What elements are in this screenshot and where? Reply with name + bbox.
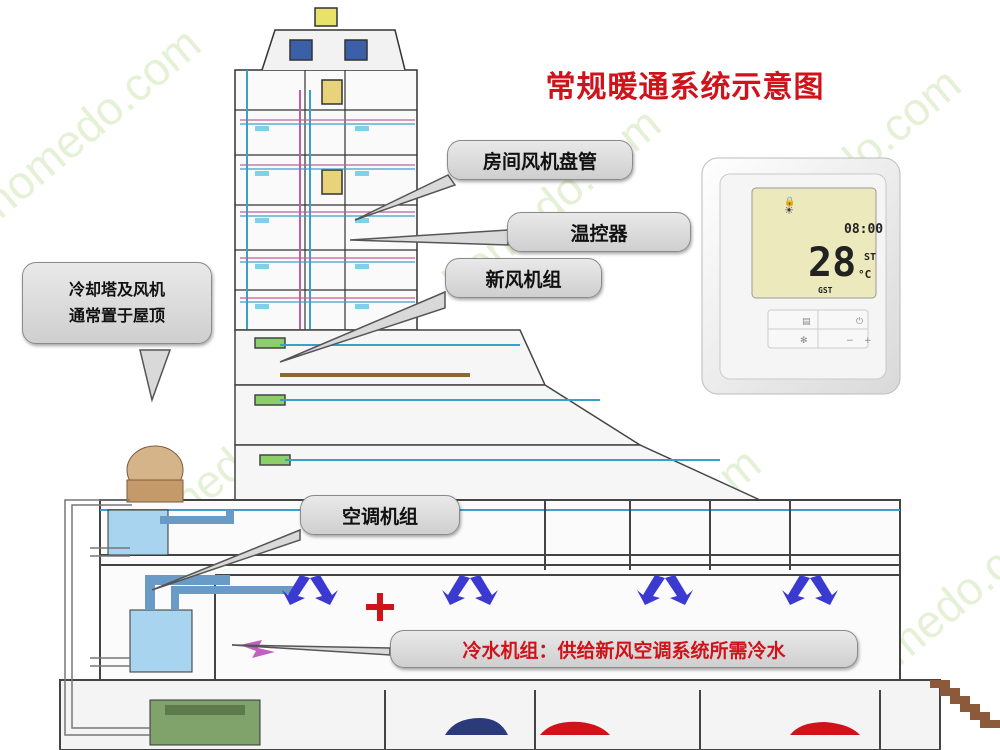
svg-text:−: − (846, 336, 854, 346)
return-air-arrow (240, 640, 275, 658)
callout-fan-coil-label: 房间风机盘管 (482, 150, 597, 173)
condenser-pipes (64, 499, 150, 736)
callout-cooling-tower-line1: 冷却塔及风机 (68, 280, 165, 299)
callout-chiller-label: 冷水机组：供给新风空调系统所需冷水 (462, 639, 786, 662)
callout-chiller: 冷水机组：供给新风空调系统所需冷水 (390, 630, 858, 668)
svg-text:⏻: ⏻ (856, 316, 863, 327)
callout-fresh-air-unit-label: 新风机组 (485, 268, 562, 291)
rooftop-unit-icon (289, 39, 313, 61)
fan-coil-units (255, 126, 369, 309)
callout-cooling-tower: 冷却塔及风机 通常置于屋顶 (22, 262, 212, 344)
callout-pointers (139, 174, 509, 656)
cooling-tower (126, 445, 184, 503)
callout-cooling-tower-line2: 通常置于屋顶 (68, 306, 165, 325)
callout-fan-coil: 房间风机盘管 (447, 140, 633, 180)
stairs (930, 680, 1000, 728)
tower (234, 7, 418, 331)
supply-air-arrows (282, 575, 838, 605)
thermostat-unit: °C (858, 268, 872, 281)
podium (234, 329, 761, 501)
red-cross-icon (366, 593, 394, 621)
svg-text:+: + (864, 336, 872, 346)
svg-text:▤: ▤ (802, 317, 811, 327)
callout-thermostat-label: 温控器 (570, 222, 628, 245)
thermostat-brand: GST (818, 286, 833, 295)
diagram-title: 常规暖通系统示意图 (545, 70, 825, 105)
svg-text:✻: ✻ (800, 336, 808, 346)
callout-thermostat: 温控器 (507, 212, 691, 252)
thermostat-icon: ▤ ⏻ ✻ − + ☀ 🔒 (701, 157, 901, 395)
callout-ac-unit: 空调机组 (300, 495, 460, 535)
rooftop-unit-icon (344, 39, 368, 61)
callout-fresh-air-unit: 新风机组 (445, 258, 602, 298)
chiller-unit (149, 699, 261, 746)
watermark-text: homedo.com (0, 17, 210, 228)
thermostat-time: 08:00 (844, 222, 884, 237)
fresh-air-unit-icon (254, 337, 286, 349)
callout-ac-unit-label: 空调机组 (341, 505, 418, 528)
roof-vent-icon (314, 7, 338, 27)
svg-text:🔒: 🔒 (784, 196, 795, 207)
thermostat-mode: ST (864, 252, 877, 263)
basement-cars (445, 718, 860, 735)
svg-text:☀: ☀ (784, 204, 794, 217)
thermostat-temperature: 28 (808, 240, 857, 286)
thermostat-photo: ▤ ⏻ ✻ − + ☀ 🔒 08:00 28 °C ST GST (696, 152, 906, 402)
